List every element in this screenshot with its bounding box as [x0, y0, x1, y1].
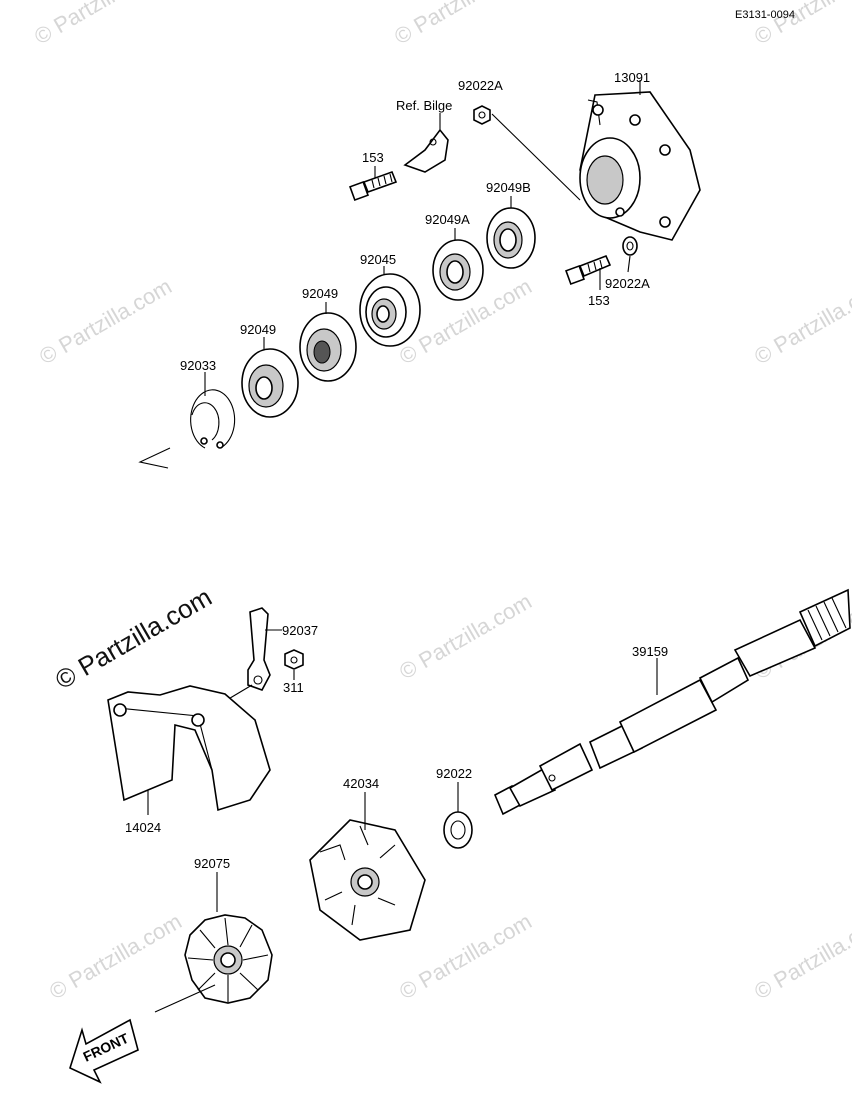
watermark: © Partzilla.com	[45, 909, 186, 1005]
watermark: © Partzilla.com	[35, 274, 176, 370]
part-311-nut[interactable]	[284, 649, 304, 670]
label-153-top: 153	[362, 150, 384, 165]
watermark: © Partzilla.com	[750, 274, 852, 370]
label-14024: 14024	[125, 820, 161, 835]
watermark: © Partzilla.com	[30, 0, 171, 49]
label-153-bottom: 153	[588, 293, 610, 308]
label-92049-a: 92049	[302, 286, 338, 301]
part-92045-bearing[interactable]	[359, 273, 421, 347]
label-92075: 92075	[194, 856, 230, 871]
part-42034-coupling[interactable]	[309, 819, 426, 941]
label-39159: 39159	[632, 644, 668, 659]
part-13091-housing[interactable]	[579, 91, 701, 241]
label-92049B: 92049B	[486, 180, 531, 195]
label-42034: 42034	[343, 776, 379, 791]
label-92022: 92022	[436, 766, 472, 781]
label-92045: 92045	[360, 252, 396, 267]
part-92037-strap[interactable]	[247, 607, 271, 691]
front-arrow: FRONT	[69, 1018, 139, 1084]
part-92049B-seal[interactable]	[486, 207, 536, 269]
part-92049-seal-a[interactable]	[299, 312, 357, 382]
part-92049-seal-b[interactable]	[241, 348, 299, 418]
label-92037: 92037	[282, 623, 318, 638]
part-92022A-nut-top[interactable]	[473, 105, 491, 125]
part-bilge-bracket[interactable]	[403, 128, 449, 173]
label-92049A: 92049A	[425, 212, 470, 227]
part-92075-damper[interactable]	[184, 914, 273, 1004]
part-92022A-washer-bottom[interactable]	[622, 236, 638, 256]
watermark-prominent: © Partzilla.com	[50, 582, 217, 696]
watermark: © Partzilla.com	[750, 0, 852, 49]
label-92033: 92033	[180, 358, 216, 373]
part-92022-washer[interactable]	[443, 811, 473, 849]
watermark: © Partzilla.com	[750, 909, 852, 1005]
watermark: © Partzilla.com	[395, 589, 536, 685]
watermark: © Partzilla.com	[390, 0, 531, 49]
part-153-bolt-top[interactable]	[349, 170, 398, 201]
diagram-ref-code: E3131-0094	[735, 9, 795, 21]
part-92033-snap-ring[interactable]	[190, 389, 236, 449]
label-92049-b: 92049	[240, 322, 276, 337]
label-311: 311	[283, 680, 304, 695]
part-39159-shaft[interactable]	[493, 588, 851, 816]
label-92022A-bottom: 92022A	[605, 276, 650, 291]
part-92049A-seal[interactable]	[432, 239, 484, 301]
label-ref-bilge: Ref. Bilge	[396, 98, 452, 113]
part-153-bolt-bottom[interactable]	[565, 254, 612, 285]
part-14024-cover[interactable]	[107, 685, 271, 812]
label-13091: 13091	[614, 70, 650, 85]
label-92022A-top: 92022A	[458, 78, 503, 93]
watermark: © Partzilla.com	[395, 909, 536, 1005]
